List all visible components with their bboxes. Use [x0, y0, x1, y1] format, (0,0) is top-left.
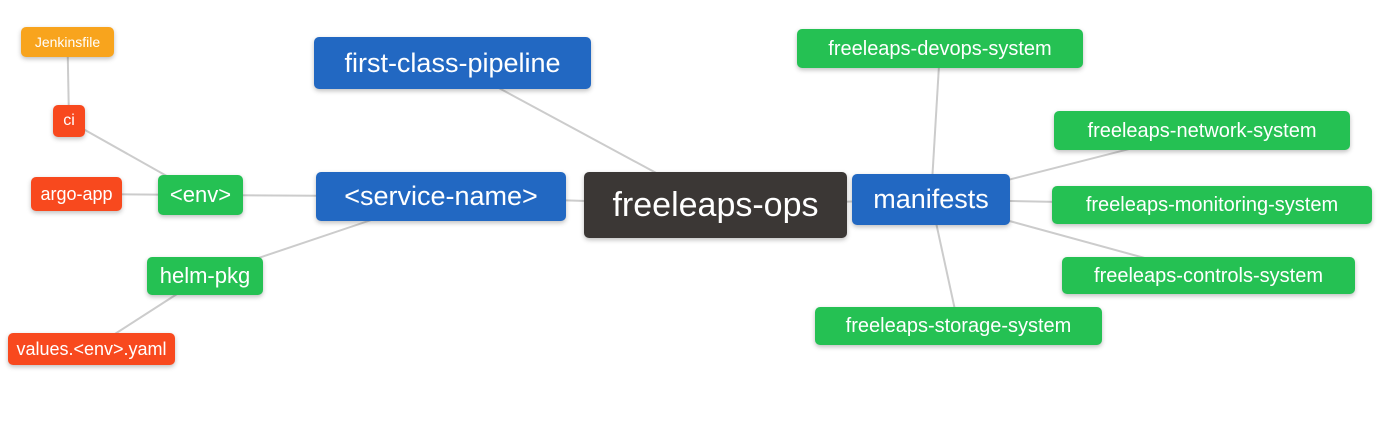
node-env[interactable]: <env> [158, 175, 243, 215]
node-freeleaps-ops[interactable]: freeleaps-ops [584, 172, 847, 238]
node-helm-pkg[interactable]: helm-pkg [147, 257, 263, 295]
node-ci[interactable]: ci [53, 105, 85, 137]
node-jenkinsfile[interactable]: Jenkinsfile [21, 27, 114, 57]
node-manifests[interactable]: manifests [852, 174, 1010, 225]
node-storage-system[interactable]: freeleaps-storage-system [815, 307, 1102, 345]
node-values-env-yaml[interactable]: values.<env>.yaml [8, 333, 175, 365]
node-devops-system[interactable]: freeleaps-devops-system [797, 29, 1083, 68]
node-controls-system[interactable]: freeleaps-controls-system [1062, 257, 1355, 294]
node-argo-app[interactable]: argo-app [31, 177, 122, 211]
node-first-class-pipeline[interactable]: first-class-pipeline [314, 37, 591, 89]
node-service-name[interactable]: <service-name> [316, 172, 566, 221]
node-monitoring-system[interactable]: freeleaps-monitoring-system [1052, 186, 1372, 224]
node-network-system[interactable]: freeleaps-network-system [1054, 111, 1350, 150]
